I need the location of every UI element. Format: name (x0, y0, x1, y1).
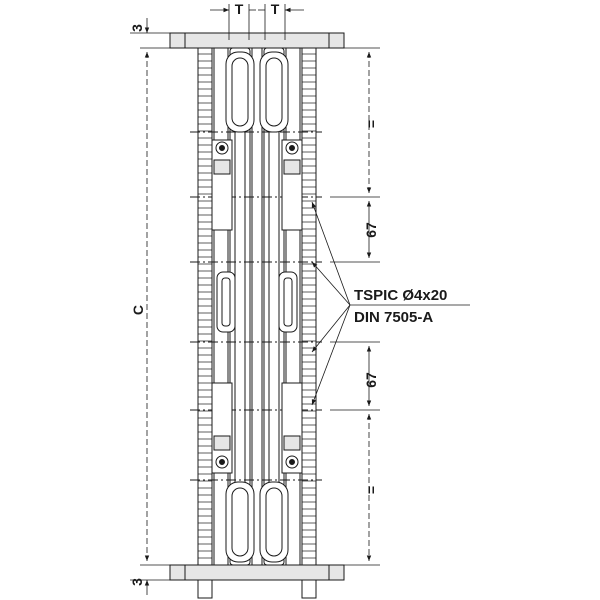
right-rail-hatching (302, 53, 316, 559)
dimensions (130, 4, 470, 595)
left-rail-hatching (198, 53, 212, 559)
center-link-right (278, 271, 298, 333)
upper-equal-label: = (363, 120, 379, 128)
right-outer-rail (301, 47, 317, 566)
mounting-hole (215, 141, 229, 155)
callout-line-2: DIN 7505-A (354, 309, 433, 326)
leader-line (311, 304, 351, 406)
bottom-plate (169, 564, 345, 581)
top-plate (169, 32, 345, 49)
lower-equal-label: = (363, 486, 379, 494)
leader-line (311, 304, 351, 353)
mounting-hole (285, 455, 299, 469)
callout-line-1: TSPIC Ø4x20 (354, 287, 447, 304)
overall-height-label: C (130, 305, 146, 315)
mounting-hole (215, 455, 229, 469)
center-link-left (216, 271, 236, 333)
gap-label-right: T (271, 1, 280, 17)
upper-spacing-label: 67 (363, 222, 379, 238)
mounting-hole (285, 141, 299, 155)
top-offset-label: 3 (129, 24, 145, 32)
hinge-assembly (169, 32, 345, 599)
leader-line (311, 201, 351, 306)
lower-spacing-label: 67 (363, 372, 379, 388)
left-outer-rail (197, 47, 213, 566)
leader-line (311, 261, 351, 306)
bottom-offset-label: 3 (129, 578, 145, 586)
gap-label-left: T (235, 1, 244, 17)
